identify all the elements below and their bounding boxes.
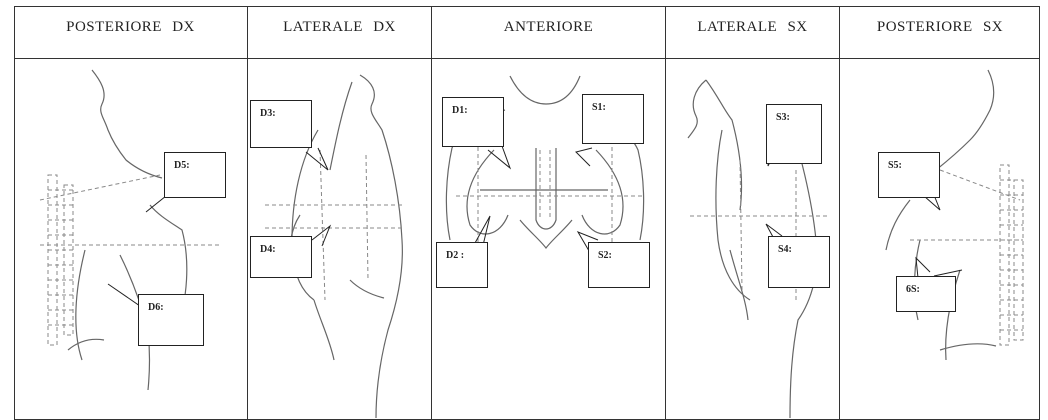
callout-s1: S1: bbox=[582, 94, 644, 144]
callout-d2: D2 : bbox=[436, 242, 488, 288]
callout-s3: S3: bbox=[766, 104, 822, 164]
callout-s4: S4: bbox=[768, 236, 830, 288]
callout-d3: D3: bbox=[250, 100, 312, 148]
callout-d1: D1: bbox=[442, 97, 504, 147]
posterior-left-figure bbox=[886, 70, 996, 360]
callout-s2: S2: bbox=[588, 242, 650, 288]
callout-s6: 6S: bbox=[896, 276, 956, 312]
callout-s5: S5: bbox=[878, 152, 940, 198]
callout-d5: D5: bbox=[164, 152, 226, 198]
callout-d6: D6: bbox=[138, 294, 204, 346]
callout-d4: D4: bbox=[250, 236, 312, 278]
